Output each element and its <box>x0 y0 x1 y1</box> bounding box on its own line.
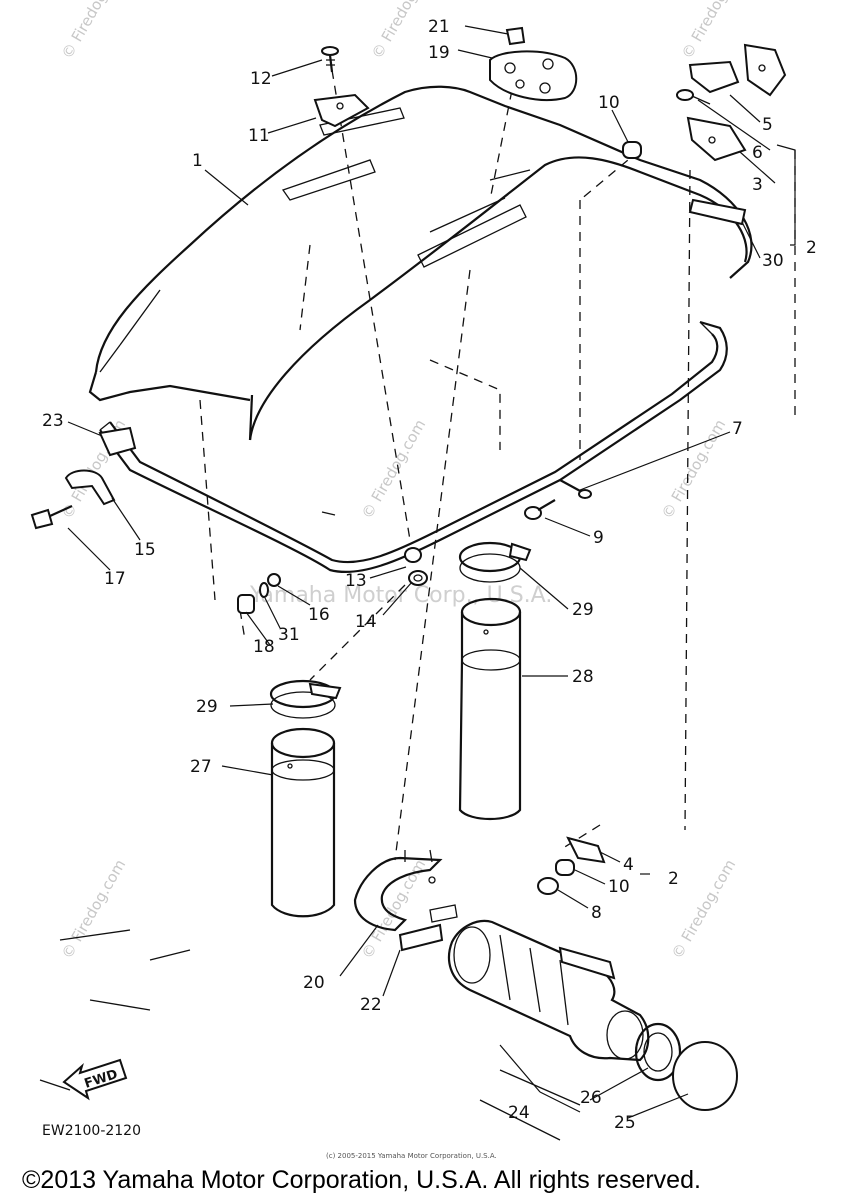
callout-13: 13 <box>345 571 367 591</box>
watermark-text: © Firedog.com <box>58 0 129 62</box>
cap-part-8 <box>537 877 559 895</box>
callout-29-lower: 29 <box>196 697 218 717</box>
watermark-text: © Firedog.com <box>658 416 729 522</box>
plate-part-4 <box>566 836 606 864</box>
cap-part-21 <box>505 26 526 46</box>
callout-21: 21 <box>428 17 450 37</box>
callout-24: 24 <box>508 1103 530 1123</box>
bracket-part-20 <box>353 849 443 932</box>
callout-30: 30 <box>762 251 784 271</box>
callout-31: 31 <box>278 625 300 645</box>
screw-part-7 <box>559 479 592 499</box>
bracket-part-11 <box>313 93 370 128</box>
diagram-code: EW2100-2120 <box>42 1123 141 1139</box>
callout-26: 26 <box>580 1088 602 1108</box>
plate-part-3 <box>686 116 747 162</box>
washer-part-16 <box>267 573 281 587</box>
callout-23: 23 <box>42 411 64 431</box>
clamp-part-29-lower <box>269 679 342 719</box>
callout-22: 22 <box>360 995 382 1015</box>
callout-10-lower: 10 <box>608 877 630 897</box>
watermarks: © Firedog.com © Firedog.com © Firedog.co… <box>58 0 749 962</box>
callout-28: 28 <box>572 667 594 687</box>
callout-2-lower: 2 <box>668 869 679 889</box>
watermark-text: © Firedog.com <box>358 416 429 522</box>
callout-6: 6 <box>752 143 763 163</box>
callout-5: 5 <box>762 115 773 135</box>
bolt-part-9 <box>524 499 556 520</box>
pipe-part-27 <box>270 727 336 918</box>
callout-12: 12 <box>250 69 272 89</box>
callout-10-upper: 10 <box>598 93 620 113</box>
screw-part-12 <box>321 46 339 73</box>
footer-copyright: ©2013 Yamaha Motor Corporation, U.S.A. A… <box>22 1166 701 1194</box>
small-copyright-notice: (c) 2005-2015 Yamaha Motor Corporation, … <box>326 1152 497 1160</box>
engine-cover-part-1 <box>88 85 753 574</box>
callout-27: 27 <box>190 757 212 777</box>
assembly-guide-lines <box>199 69 796 861</box>
callout-8: 8 <box>591 903 602 923</box>
callout-9: 9 <box>593 528 604 548</box>
intake-assembly-part-24 <box>447 919 650 1062</box>
washer-part-31 <box>259 582 269 598</box>
callout-3: 3 <box>752 175 763 195</box>
callout-7: 7 <box>732 419 743 439</box>
hook-part-15 <box>64 469 116 506</box>
grommet-part-14 <box>408 570 428 586</box>
hinge-part-23 <box>98 426 137 457</box>
callout-16: 16 <box>308 605 330 625</box>
callout-20: 20 <box>303 973 325 993</box>
callout-2-upper: 2 <box>806 238 817 258</box>
clamp-part-29-upper <box>458 541 532 583</box>
pin-part-6 <box>676 89 711 105</box>
callout-19: 19 <box>428 43 450 63</box>
callout-11: 11 <box>248 126 270 146</box>
watermark-text: © Firedog.com <box>678 0 749 62</box>
callout-25: 25 <box>614 1113 636 1133</box>
pad-part-19 <box>489 50 578 101</box>
bumper-part-10-lower <box>555 859 575 876</box>
ring-part-26 <box>634 1022 682 1082</box>
pipe-part-28 <box>458 597 522 820</box>
callout-4: 4 <box>623 855 634 875</box>
callout-1: 1 <box>192 151 203 171</box>
callout-14: 14 <box>355 612 377 632</box>
latch-part-5 <box>688 43 787 97</box>
callout-labels: 1 12 11 21 19 10 5 6 3 2 30 7 9 23 15 17… <box>42 17 817 1133</box>
strip-part-30 <box>688 198 747 226</box>
callout-29-upper: 29 <box>572 600 594 620</box>
callout-17: 17 <box>104 569 126 589</box>
bumper-part-10 <box>622 141 642 159</box>
callout-18: 18 <box>253 637 275 657</box>
label-part-22 <box>398 904 458 952</box>
bolt-part-17 <box>30 504 73 530</box>
forward-direction-arrow: FWD <box>62 1058 128 1101</box>
callout-15: 15 <box>134 540 156 560</box>
spacer-part-18 <box>237 594 255 614</box>
grommet-part-13 <box>404 547 422 563</box>
watermark-text: © Firedog.com <box>58 856 129 962</box>
callout-leaders <box>67 25 796 1119</box>
background-sketch-marks <box>39 929 581 1141</box>
cap-part-25 <box>672 1041 738 1111</box>
